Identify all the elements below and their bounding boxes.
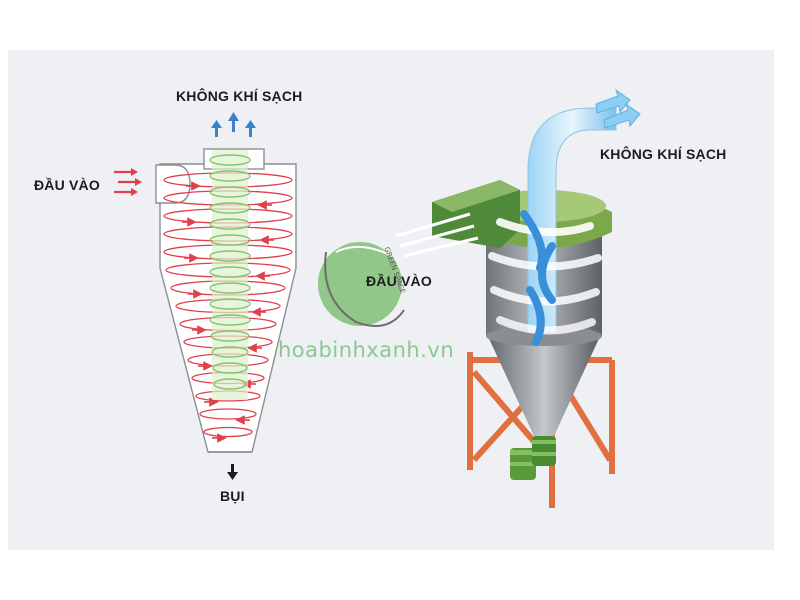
right-clean-air-label: KHÔNG KHÍ SẠCH: [600, 146, 727, 162]
left-clean-air-label: KHÔNG KHÍ SẠCH: [176, 88, 303, 104]
watermark-text: hoabinhxanh.vn: [278, 338, 455, 362]
dust-arrow: [227, 464, 238, 480]
left-inlet-label: ĐẦU VÀO: [34, 177, 100, 193]
right-outlet-arrows: [595, 88, 641, 129]
left-inlet-arrows: [114, 168, 142, 196]
right-inlet-label: ĐẦU VÀO: [366, 273, 432, 289]
outer-vortex-arrows: [182, 181, 274, 443]
inner-vortex: [209, 154, 251, 390]
left-clean-air-arrows: [211, 112, 256, 137]
right-cyclone-cone: [486, 332, 602, 436]
left-cyclone-diagram: [114, 112, 297, 480]
right-inlet-arrows: [395, 212, 479, 258]
dust-bins: [510, 436, 556, 480]
clean-air-pipe: [527, 107, 617, 333]
dust-label: BỤI: [220, 488, 245, 504]
right-cyclone-diagram: [395, 88, 641, 508]
swirl-flow: [488, 210, 602, 346]
watermark-logo: [318, 242, 405, 327]
